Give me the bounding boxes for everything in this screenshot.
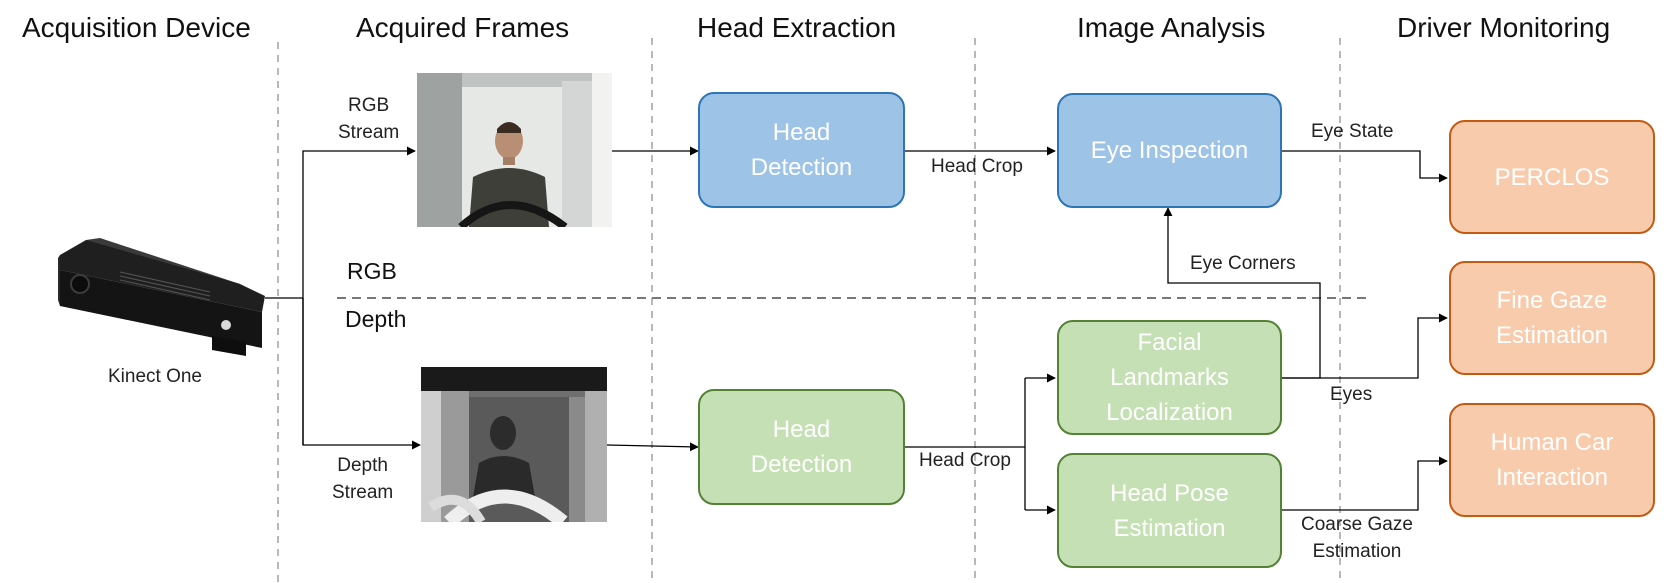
eye-state-arrow [1282, 150, 1448, 183]
perclos-box: PERCLOS [1449, 120, 1655, 234]
rgb-frame-image [417, 73, 612, 227]
region-label-rgb: RGB [347, 258, 397, 284]
column-title-acquisition-device: Acquisition Device [22, 12, 251, 43]
column-title-image-analysis: Image Analysis [1077, 12, 1266, 43]
edge-label-eye-state: Eye State [1311, 121, 1394, 142]
column-title-acquired-frames: Acquired Frames [356, 12, 570, 43]
depth-frame-image [421, 367, 607, 522]
depth-stream-arrow [302, 298, 421, 450]
eyes-arrow [1282, 313, 1448, 379]
edge-label-head-crop-rgb: Head Crop [931, 156, 1023, 177]
eye-inspection-box: Eye Inspection [1057, 93, 1282, 208]
coarse-gaze-arrow [1282, 456, 1448, 511]
edge-label-eyes: Eyes [1330, 384, 1373, 405]
edge-label-head-crop-depth: Head Crop [919, 450, 1011, 471]
region-label-depth: Depth [345, 306, 407, 332]
edge-label-eye-corners: Eye Corners [1190, 253, 1296, 274]
device-caption: Kinect One [108, 366, 202, 387]
column-title-head-extraction: Head Extraction [697, 12, 897, 43]
depth-frame-to-head-arrow [606, 442, 699, 452]
column-title-driver-monitoring: Driver Monitoring [1397, 12, 1611, 43]
